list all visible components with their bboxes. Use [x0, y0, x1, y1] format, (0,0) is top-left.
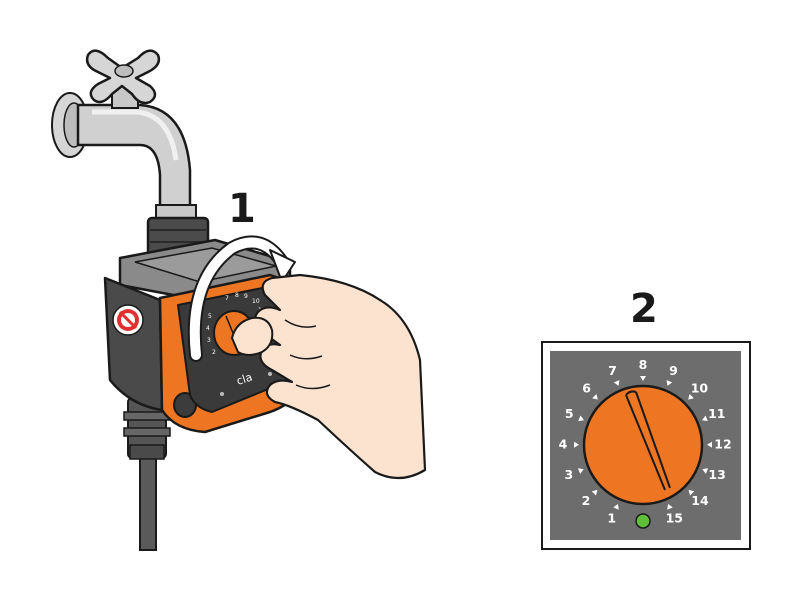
dial-number-5: 5: [565, 406, 574, 421]
svg-text:9: 9: [244, 293, 248, 300]
step-2-label: 2: [630, 286, 658, 332]
dial-tick-12: [707, 441, 713, 448]
dial-number-12: 12: [714, 437, 731, 452]
dial-ticks: [573, 376, 713, 510]
dial-number-7: 7: [608, 363, 617, 378]
dial-tick-1: [613, 503, 619, 510]
dial-number-1: 1: [607, 511, 616, 526]
dial-tick-8: [640, 376, 646, 381]
rotate-arrow-icon: [187, 235, 296, 362]
dial-number-9: 9: [669, 363, 678, 378]
dial-tick-11: [702, 415, 708, 422]
dial-tick-15: [667, 503, 673, 510]
step-1-label: 1: [228, 186, 256, 232]
dial-number-11: 11: [708, 406, 725, 421]
svg-text:4: 4: [206, 325, 210, 332]
dial-number-8: 8: [639, 357, 648, 372]
svg-text:10: 10: [252, 298, 260, 305]
dial-number-13: 13: [708, 467, 725, 482]
svg-text:2: 2: [212, 349, 216, 356]
dial-number-15: 15: [666, 511, 683, 526]
dial-tick-3: [577, 468, 584, 474]
dial-number-2: 2: [582, 493, 591, 508]
dial-tick-2: [591, 489, 598, 496]
dial-tick-10: [688, 393, 694, 400]
dial-number-6: 6: [582, 380, 591, 395]
hand-icon: [230, 273, 427, 480]
svg-text:8: 8: [235, 292, 239, 299]
dial-tick-13: [702, 468, 709, 474]
svg-text:7: 7: [225, 295, 229, 302]
step-1-illustration: 7 8 9 10 11 5 4 3 2 cla: [51, 49, 427, 551]
device-brand-label: cla: [235, 371, 254, 388]
dial-knob[interactable]: [582, 384, 704, 506]
dial-number-14: 14: [691, 493, 709, 508]
dial-tick-7: [613, 380, 620, 386]
dial-number-3: 3: [565, 467, 574, 482]
faucet-icon: [51, 49, 197, 220]
dial-tick-14: [688, 489, 695, 496]
svg-text:3: 3: [207, 337, 211, 344]
hose-icon: [123, 397, 171, 551]
no-drinking-sticker-icon: [112, 304, 144, 336]
dial-tick-6: [592, 393, 598, 400]
dial-tick-9: [666, 380, 673, 386]
status-led-icon: [635, 513, 651, 529]
dial-tick-4: [573, 441, 579, 448]
dial-tick-5: [578, 415, 584, 422]
dial-number-4: 4: [559, 437, 568, 452]
svg-text:5: 5: [208, 313, 212, 320]
dial-number-10: 10: [691, 380, 709, 395]
